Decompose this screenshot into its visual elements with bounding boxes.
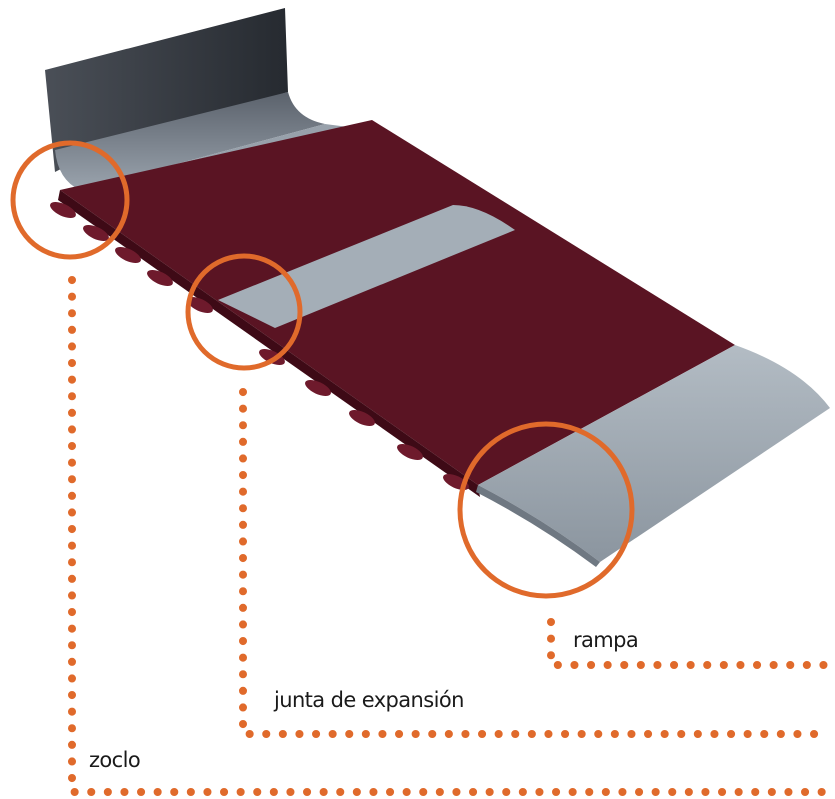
interlock-tab — [259, 348, 285, 366]
interlock-tab — [50, 201, 76, 219]
interlock-tab — [305, 379, 331, 397]
zoclo-label: zoclo — [89, 748, 141, 772]
interlock-tabs — [50, 201, 469, 491]
interlock-tab — [147, 269, 173, 287]
junta-label: junta de expansión — [274, 688, 464, 712]
interlock-tab — [83, 224, 109, 242]
floor-surface — [60, 120, 735, 485]
zoclo-highlight-circle — [10, 140, 130, 260]
zoclo-leader-line — [68, 276, 834, 796]
rampa-highlight-circle — [457, 421, 635, 599]
baseboard — [45, 8, 288, 172]
ramp-edge — [476, 485, 600, 567]
interlock-tab — [187, 296, 213, 314]
rampa-leader-line — [547, 618, 834, 669]
rampa-label: rampa — [573, 628, 639, 652]
junta-highlight-circle — [185, 253, 303, 371]
interlock-tab — [115, 246, 141, 264]
interlock-tab — [397, 443, 423, 461]
junta-leader-line — [239, 388, 834, 738]
floor-edge — [58, 190, 480, 497]
expansion-joint-band — [218, 205, 515, 328]
baseboard-cove — [55, 92, 325, 190]
interlock-tab — [349, 409, 375, 427]
ramp — [478, 345, 830, 562]
